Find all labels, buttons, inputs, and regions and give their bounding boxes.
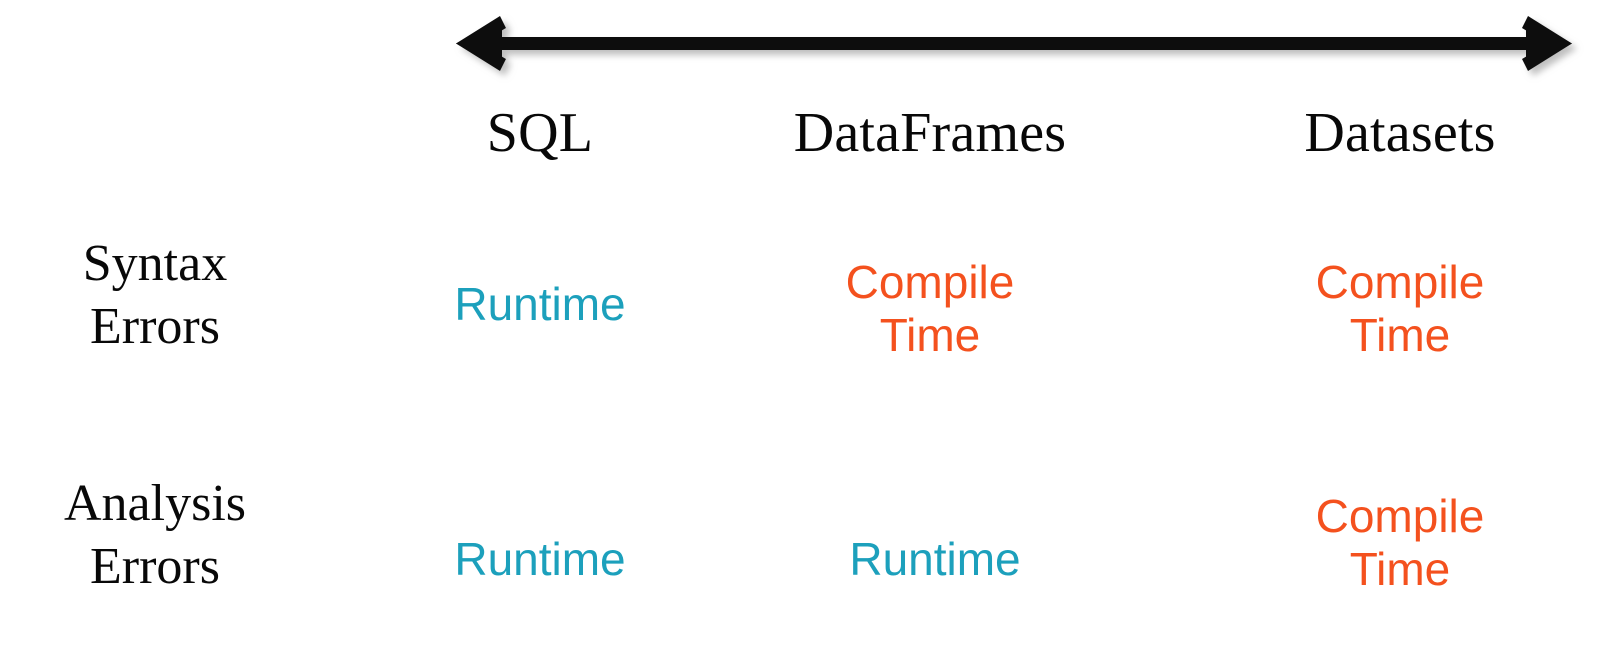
cell-line: Compile (1315, 256, 1485, 308)
row-label-line: Errors (90, 298, 220, 356)
row-label-syntax-errors: Syntax Errors (0, 232, 310, 359)
cell-line: Runtime (454, 278, 626, 330)
column-header-dataframes: DataFrames (793, 102, 1067, 164)
cell-line: Runtime (849, 533, 1021, 585)
cell-line: Time (1349, 308, 1451, 361)
row-label-line: Syntax (82, 235, 228, 292)
cell-syntax-errors-datasets: Compile Time (1250, 256, 1550, 362)
cell-analysis-errors-sql: Runtime (400, 533, 680, 586)
cell-line: Compile (845, 256, 1015, 308)
cell-analysis-errors-dataframes: Runtime (770, 533, 1100, 586)
column-header-datasets: Datasets (1304, 102, 1496, 164)
double-headed-arrow (440, 8, 1580, 86)
column-header-sql: SQL (486, 102, 594, 164)
row-label-analysis-errors: Analysis Errors (0, 472, 310, 599)
cell-analysis-errors-datasets: Compile Time (1250, 490, 1550, 596)
cell-line: Time (1349, 542, 1451, 595)
row-label-line: Errors (90, 538, 220, 596)
cell-line: Compile (1315, 490, 1485, 542)
cell-syntax-errors-dataframes: Compile Time (770, 256, 1090, 362)
cell-line: Runtime (454, 533, 626, 585)
cell-line: Time (879, 308, 981, 361)
row-label-line: Analysis (64, 475, 246, 532)
cell-syntax-errors-sql: Runtime (400, 278, 680, 331)
arrow-body (456, 16, 1572, 71)
